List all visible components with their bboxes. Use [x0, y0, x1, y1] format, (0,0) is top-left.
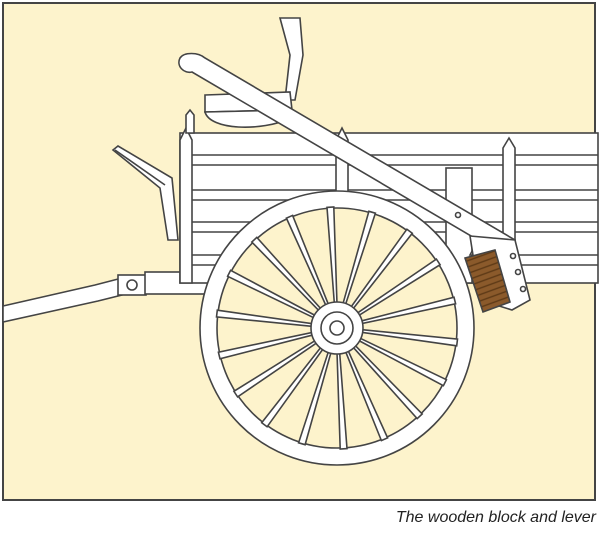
wooden-block: [463, 249, 511, 314]
figure-caption: The wooden block and lever: [395, 509, 596, 526]
cart-wheel: [199, 190, 475, 466]
cart-dashboard: [111, 145, 179, 241]
